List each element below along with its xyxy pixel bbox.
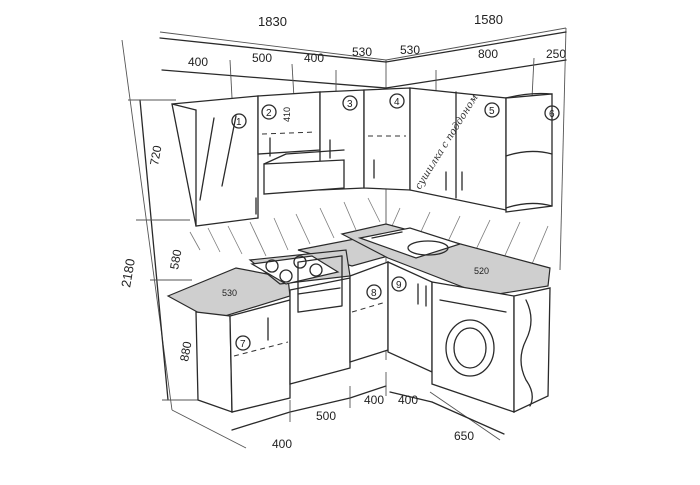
sink [357, 227, 462, 259]
cabinet-number-9: 9 [396, 280, 402, 291]
dim-height-lower: 880 [177, 340, 194, 362]
cabinet-number-4: 4 [394, 97, 400, 108]
dim-bottom-seg-1: 400 [272, 437, 292, 451]
dim-top-seg-7: 250 [546, 47, 566, 61]
dim-top-seg-6: 800 [478, 47, 498, 61]
dim-counter-right: 520 [474, 266, 489, 276]
dimension-lines [128, 31, 567, 435]
cabinet-number-2: 2 [266, 108, 272, 119]
dim-bottom-seg-4: 400 [398, 393, 418, 407]
dim-bottom-seg-2: 500 [316, 409, 336, 423]
cabinet-number-5: 5 [489, 106, 495, 117]
cabinet-number-markers: 1 2 3 4 5 6 7 8 9 [231, 93, 560, 351]
cabinet-number-1: 1 [236, 117, 242, 128]
dimension-labels: 1830 1580 400 500 400 530 530 800 250 40… [118, 12, 566, 451]
cabinet-number-7: 7 [240, 339, 246, 350]
dim-shelf-depth: 410 [282, 107, 292, 122]
cabinet-number-3: 3 [347, 99, 353, 110]
dim-top-seg-5: 530 [400, 43, 420, 57]
hob [250, 255, 340, 285]
range-hood [263, 149, 345, 195]
dim-height-total: 2180 [118, 257, 138, 288]
dim-top-seg-1: 400 [188, 55, 208, 69]
cabinet-number-8: 8 [371, 288, 377, 299]
dim-top-total-left: 1830 [258, 14, 287, 29]
dim-bottom-seg-3: 400 [364, 393, 384, 407]
base-cabinets [195, 255, 551, 414]
dim-bottom-seg-5: 650 [454, 429, 474, 443]
cabinet-number-6: 6 [549, 109, 555, 120]
dim-counter-depth: 530 [222, 288, 237, 298]
dim-top-seg-4: 530 [352, 45, 372, 59]
dim-top-seg-3: 400 [304, 51, 324, 65]
wall-cabinets [171, 87, 553, 227]
dim-height-upper: 720 [147, 144, 164, 166]
dim-top-total-right: 1580 [474, 12, 503, 27]
dim-top-seg-2: 500 [252, 51, 272, 65]
dim-height-gap: 580 [167, 248, 184, 270]
